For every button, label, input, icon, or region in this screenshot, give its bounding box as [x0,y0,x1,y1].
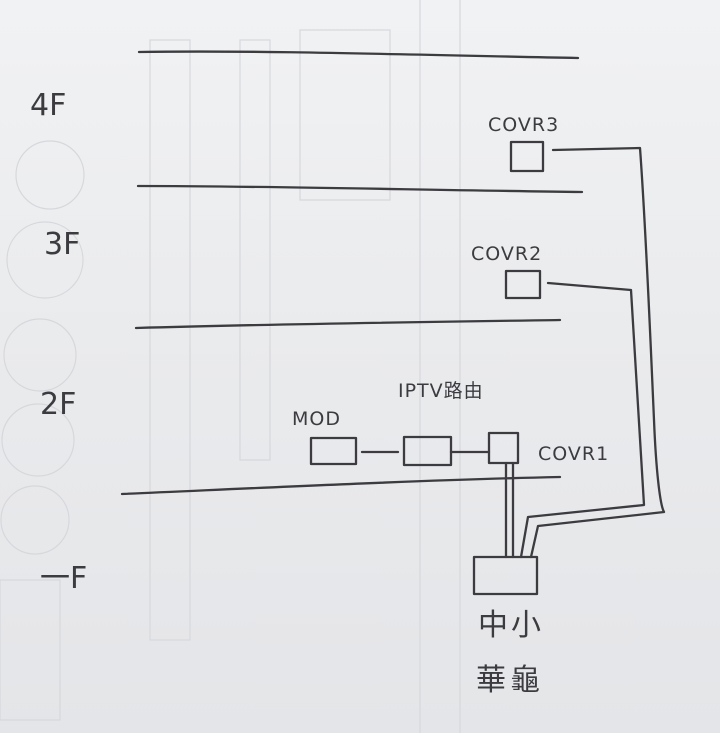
covr3-box [509,140,545,173]
floor-line-1 [137,50,580,60]
covr3-label: COVR3 [488,114,559,136]
isp-box [472,555,539,596]
covr1-label: COVR1 [538,443,609,465]
floor-line-3 [134,318,562,330]
floor-lines [120,50,584,496]
covr2-label: COVR2 [471,243,542,265]
isp-char-2: 小 [511,608,541,643]
paper-show-through [0,0,461,733]
floor-labels: 4F 3F 2F 一F [30,88,87,596]
connections [360,146,666,559]
isp-char-3: 華 [476,663,506,698]
floor-label-2: 2F [40,387,76,422]
floor-label-3: 3F [44,227,80,262]
mod-box [309,436,358,466]
iptv-router-label: IPTV路由 [398,380,484,402]
iptv-router-box [402,435,453,467]
floor-line-4 [120,475,562,496]
devices: COVR3 COVR2 MOD IPTV路由 COVR1 [292,114,609,596]
covr2-box [504,269,542,300]
floor-line-2 [136,184,584,194]
floor-label-1: 一F [40,561,87,596]
covr1-box [487,431,520,465]
link-covr2-isp [519,281,646,559]
isp-char-4: 龜 [510,663,540,698]
floor-label-4: 4F [30,88,66,123]
mod-label: MOD [292,408,341,430]
isp-label: 中 小 華 龜 [476,608,541,698]
link-covr3-isp [529,146,666,559]
isp-char-1: 中 [478,608,508,643]
